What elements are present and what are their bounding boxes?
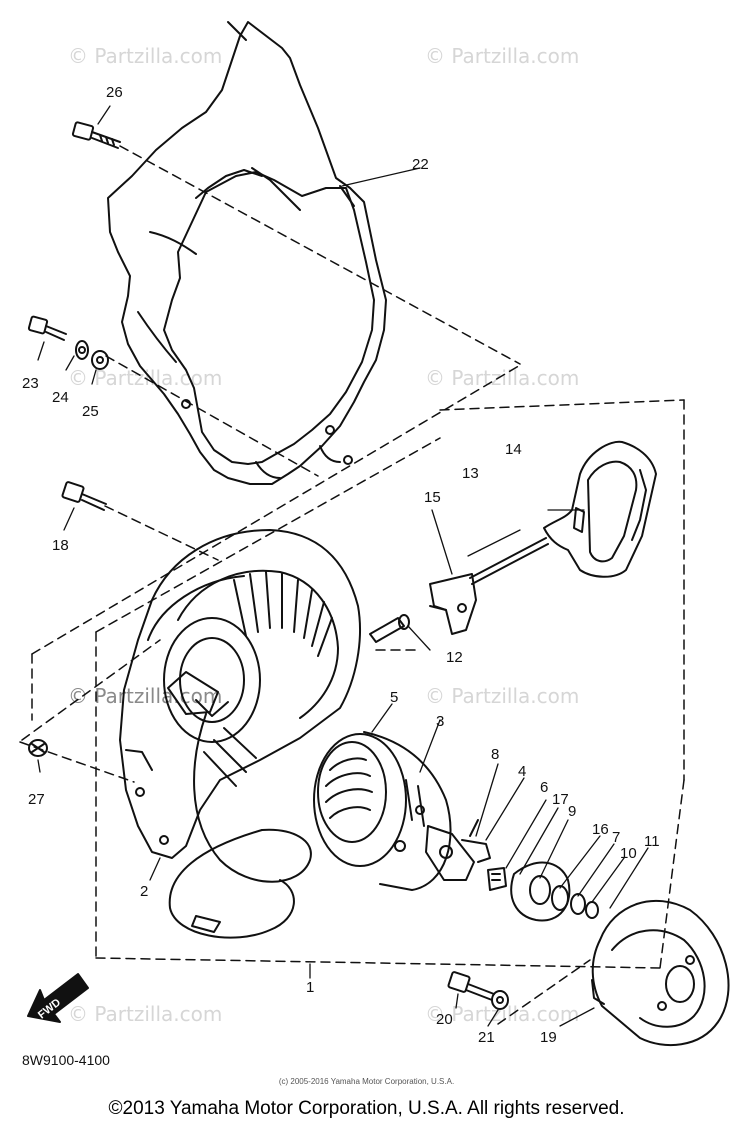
callout-1: 1 <box>306 979 315 996</box>
callout-8: 8 <box>491 746 500 763</box>
callout-2: 2 <box>140 883 149 900</box>
watermark: © Partzilla.com <box>425 366 580 390</box>
callout-4: 4 <box>518 763 527 780</box>
callout-26: 26 <box>106 84 123 101</box>
callout-14: 14 <box>505 441 522 458</box>
callout-25: 25 <box>82 403 99 420</box>
nut-27 <box>28 739 48 757</box>
diagram-code: 8W9100-4100 <box>22 1052 110 1068</box>
callout-16: 16 <box>592 821 609 838</box>
callout-24: 24 <box>52 389 69 406</box>
bolt-23 <box>27 315 67 341</box>
callout-12: 12 <box>446 649 463 666</box>
pawl-assembly <box>425 819 491 881</box>
watermark: © Partzilla.com <box>425 44 580 68</box>
assembly-lines <box>19 145 685 1025</box>
guide-pin-12 <box>369 614 410 643</box>
starter-case <box>119 529 361 939</box>
callout-17: 17 <box>552 791 569 808</box>
callout-18: 18 <box>52 537 69 554</box>
fwd-arrow-icon <box>27 973 89 1023</box>
callout-15: 15 <box>424 489 441 506</box>
starter-pulley-cup <box>591 899 730 1047</box>
small-copyright: (c) 2005-2016 Yamaha Motor Corporation, … <box>278 1077 455 1086</box>
callout-19: 19 <box>540 1029 557 1046</box>
washer-24 <box>75 340 89 360</box>
callout-13: 13 <box>462 465 479 482</box>
watermark: © Partzilla.com <box>425 684 580 708</box>
nut-25 <box>91 350 109 370</box>
callout-21: 21 <box>478 1029 495 1046</box>
callout-10: 10 <box>620 845 637 862</box>
callout-3: 3 <box>436 713 445 730</box>
watermark: © Partzilla.com <box>68 44 223 68</box>
callout-6: 6 <box>540 779 549 796</box>
drive-plate-set <box>487 861 599 922</box>
bolt-20 <box>447 971 495 1001</box>
rope-13 <box>469 537 549 585</box>
callout-11: 11 <box>644 833 660 850</box>
watermark: © Partzilla.com <box>68 684 223 708</box>
callout-5: 5 <box>390 689 399 706</box>
footer-copyright: ©2013 Yamaha Motor Corporation, U.S.A. A… <box>108 1098 625 1119</box>
rope-pulley <box>313 731 452 891</box>
callout-7: 7 <box>612 829 621 846</box>
leader-lines <box>37 105 649 1027</box>
callout-23: 23 <box>22 375 39 392</box>
callout-27: 27 <box>28 791 45 808</box>
callout-22: 22 <box>412 156 429 173</box>
fan-cover-shroud <box>107 21 387 485</box>
watermark: © Partzilla.com <box>68 1002 223 1026</box>
bolt-18 <box>61 481 107 511</box>
bolt-26 <box>71 121 121 149</box>
starter-handle-14 <box>543 440 657 578</box>
callout-20: 20 <box>436 1011 453 1028</box>
rope-guide-15 <box>429 573 477 635</box>
callout-9: 9 <box>568 803 577 820</box>
washer-21 <box>491 990 509 1010</box>
